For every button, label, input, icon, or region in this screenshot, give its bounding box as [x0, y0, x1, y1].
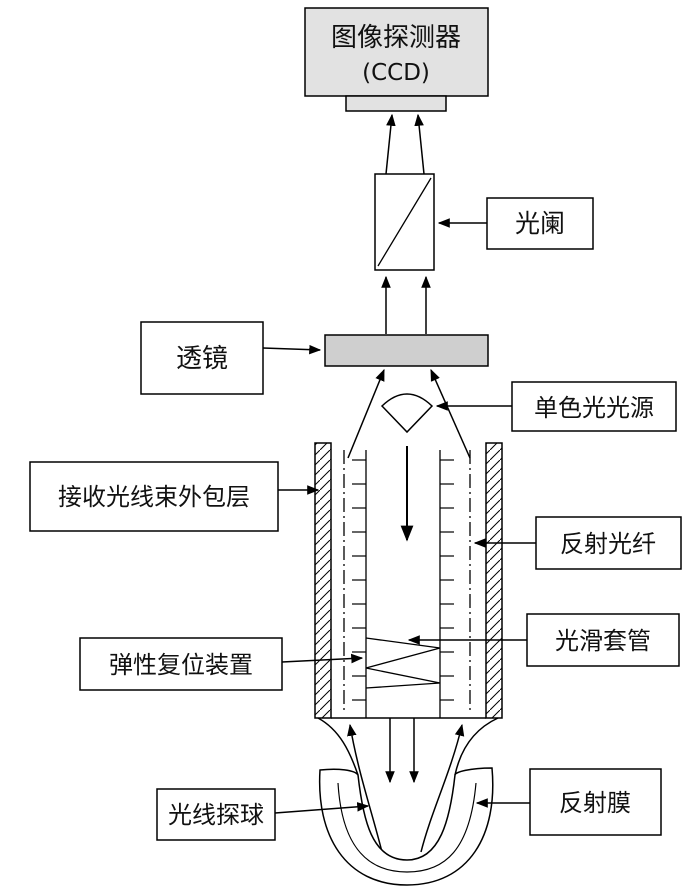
lens-pointer-arrow	[262, 344, 322, 355]
reflective-film-label-box: 反射膜	[529, 768, 662, 836]
ccd-label-line2: (CCD)	[362, 60, 430, 86]
lens	[324, 334, 489, 367]
elastic-reset-label: 弹性复位装置	[109, 651, 253, 679]
light-source-label: 单色光光源	[534, 394, 654, 422]
ray-arrow-to-ccd-right	[414, 113, 425, 175]
elastic-reset-pointer-arrow	[281, 653, 364, 664]
elastic-reset-spring	[365, 637, 441, 689]
inner-tube-right	[439, 450, 454, 718]
ccd-label-line1: 图像探测器	[331, 23, 461, 53]
lens-label-box: 透镜	[140, 321, 264, 395]
smooth-sleeve-label: 光滑套管	[555, 627, 651, 655]
return-ray-right	[430, 368, 471, 459]
aperture-label-box: 光阑	[486, 197, 594, 250]
reflective-fiber-label: 反射光纤	[560, 530, 656, 558]
smooth-sleeve-label-box: 光滑套管	[526, 613, 680, 667]
outer-cladding-label: 接收光线束外包层	[58, 483, 250, 511]
reflective-fiber-label-box: 反射光纤	[535, 516, 682, 570]
ray-arrow-to-ccd-left	[385, 113, 396, 175]
probe-ball-label: 光线探球	[168, 801, 264, 829]
return-ray-left	[347, 368, 385, 459]
probe-ball-pointer-arrow	[274, 802, 370, 814]
aperture-label: 光阑	[515, 209, 565, 238]
outer-cladding-left-wall	[314, 442, 332, 719]
inner-tube-left	[352, 450, 367, 718]
light-source-label-box: 单色光光源	[511, 381, 677, 432]
light-source	[380, 393, 434, 434]
reflected-ray-right	[420, 723, 465, 853]
outer-cladding-right-wall	[485, 442, 503, 719]
aperture	[374, 173, 435, 271]
probe-ball	[317, 717, 499, 886]
ccd-detector: 图像探测器 (CCD)	[304, 7, 489, 112]
reflected-ray-left	[347, 723, 383, 853]
elastic-reset-label-box: 弹性复位装置	[79, 637, 283, 691]
lens-label: 透镜	[176, 344, 228, 374]
reflective-film-label: 反射膜	[559, 789, 631, 817]
probe-ball-label-box: 光线探球	[156, 788, 276, 841]
outer-cladding-label-box: 接收光线束外包层	[29, 461, 279, 532]
